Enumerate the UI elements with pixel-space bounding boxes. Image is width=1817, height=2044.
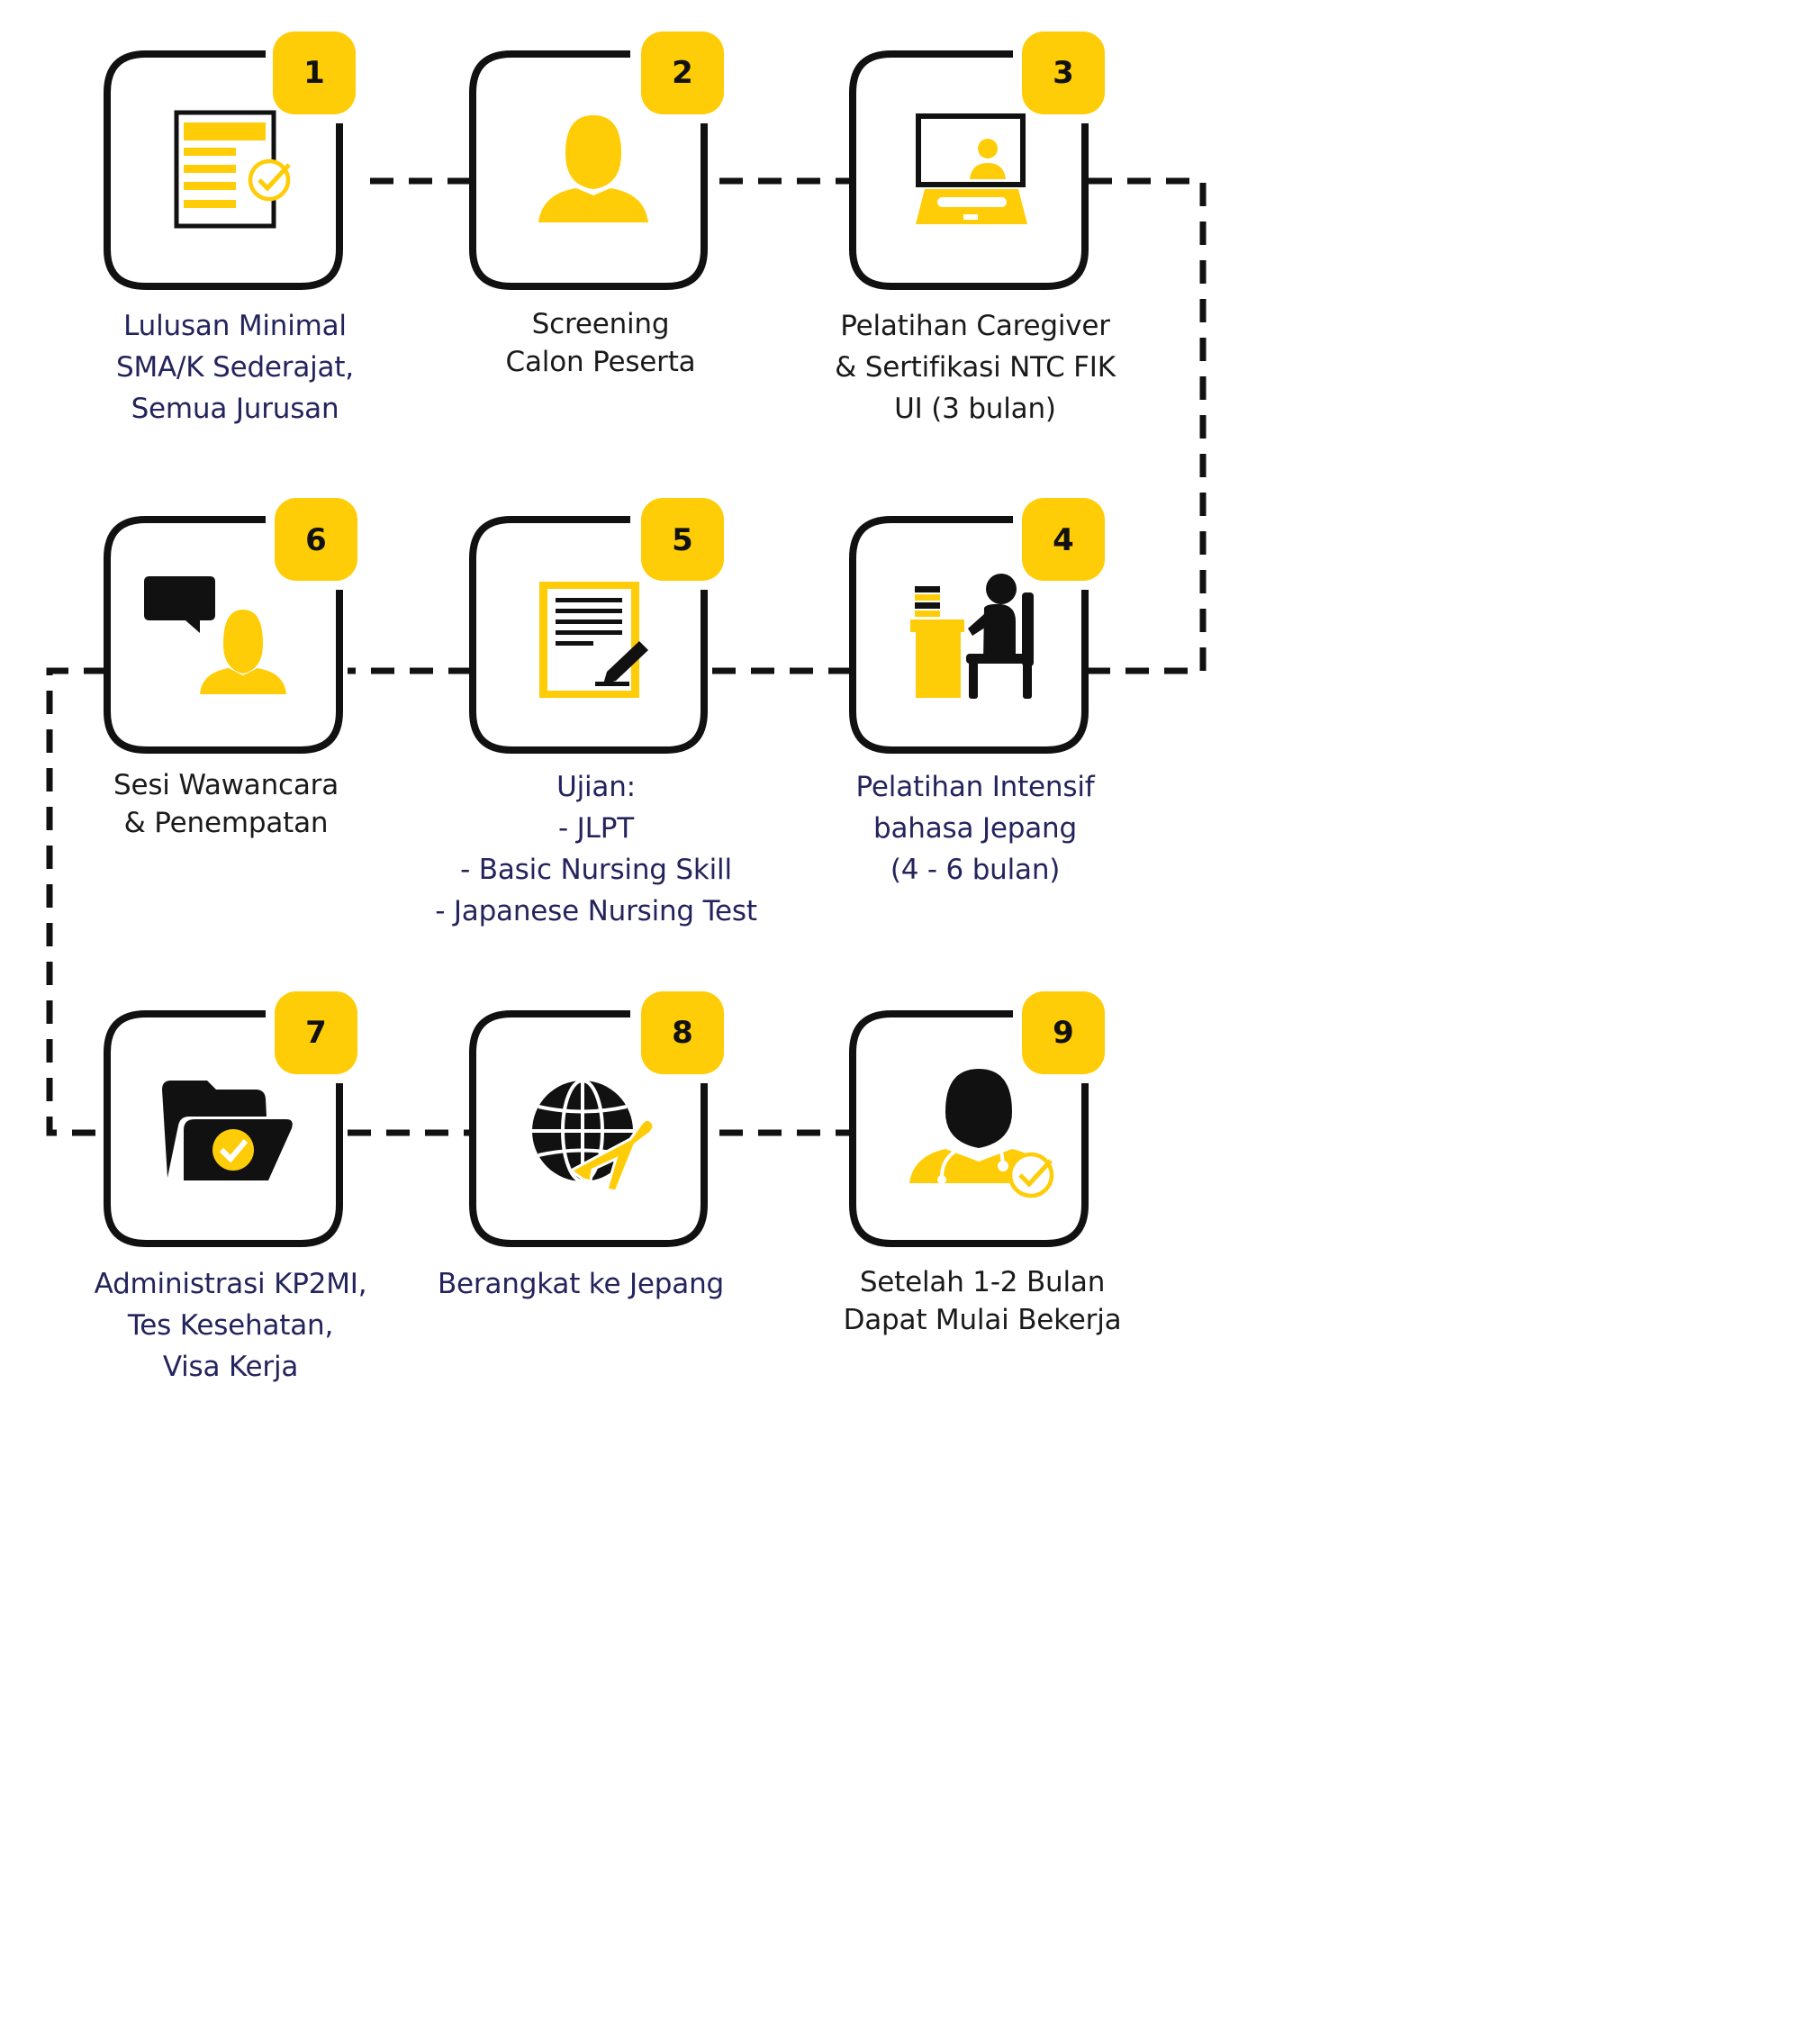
svg-text:9: 9 (1053, 1015, 1074, 1051)
step-badge-9: 9 (1022, 991, 1105, 1074)
step-badge-1: 1 (273, 32, 356, 114)
checklist-document-icon (174, 110, 291, 229)
step-box-5 (469, 516, 708, 754)
svg-text:3: 3 (1053, 55, 1074, 91)
nurse-stethoscope-check-icon (909, 1069, 1054, 1198)
step-box-9 (849, 1010, 1089, 1247)
step-badge-3: 3 (1022, 32, 1105, 114)
svg-text:4: 4 (1053, 522, 1074, 558)
connectors (46, 177, 1207, 1136)
svg-text:6: 6 (305, 522, 327, 558)
interview-chat-icon (144, 576, 286, 694)
step-box-2 (469, 50, 708, 290)
svg-text:1: 1 (303, 55, 325, 91)
step-box-1 (104, 50, 343, 290)
step-caption-3: Pelatihan Caregiver& Sertifikasi NTC FIK… (835, 310, 1116, 425)
svg-text:7: 7 (305, 1015, 327, 1051)
step-caption-6: Sesi Wawancara& Penempatan (113, 769, 339, 839)
person-icon (538, 115, 648, 222)
step-badge-4: 4 (1022, 498, 1105, 581)
step-badge-2: 2 (641, 32, 724, 114)
step-badge-5: 5 (641, 498, 724, 581)
step-box-8 (469, 1010, 708, 1247)
step-badge-7: 7 (275, 991, 357, 1074)
laptop-video-call-icon (916, 113, 1027, 224)
svg-text:2: 2 (672, 55, 693, 91)
step-box-4 (849, 516, 1089, 754)
step-box-3 (849, 50, 1089, 290)
connector-3-4 (1089, 177, 1207, 674)
step-badge-8: 8 (641, 991, 724, 1074)
connector-6-7 (46, 667, 107, 1136)
step-box-7 (104, 1010, 343, 1247)
process-flow-diagram: 1 2 3 4 5 6 7 8 9 (46, 32, 1207, 1247)
step-caption-5: Ujian:- JLPT- Basic Nursing Skill- Japan… (435, 771, 757, 927)
step-box-6 (104, 516, 343, 754)
svg-text:8: 8 (672, 1015, 693, 1051)
exam-paper-pen-icon (539, 582, 648, 698)
step-caption-7: Administrasi KP2MI,Tes Kesehatan,Visa Ke… (94, 1268, 367, 1383)
globe-airplane-icon (532, 1079, 655, 1193)
svg-text:5: 5 (672, 522, 693, 558)
folder-check-icon (162, 1081, 293, 1180)
step-caption-8: Berangkat ke Jepang (437, 1268, 724, 1300)
student-at-desk-icon (910, 574, 1034, 699)
step-badge-6: 6 (275, 498, 357, 581)
